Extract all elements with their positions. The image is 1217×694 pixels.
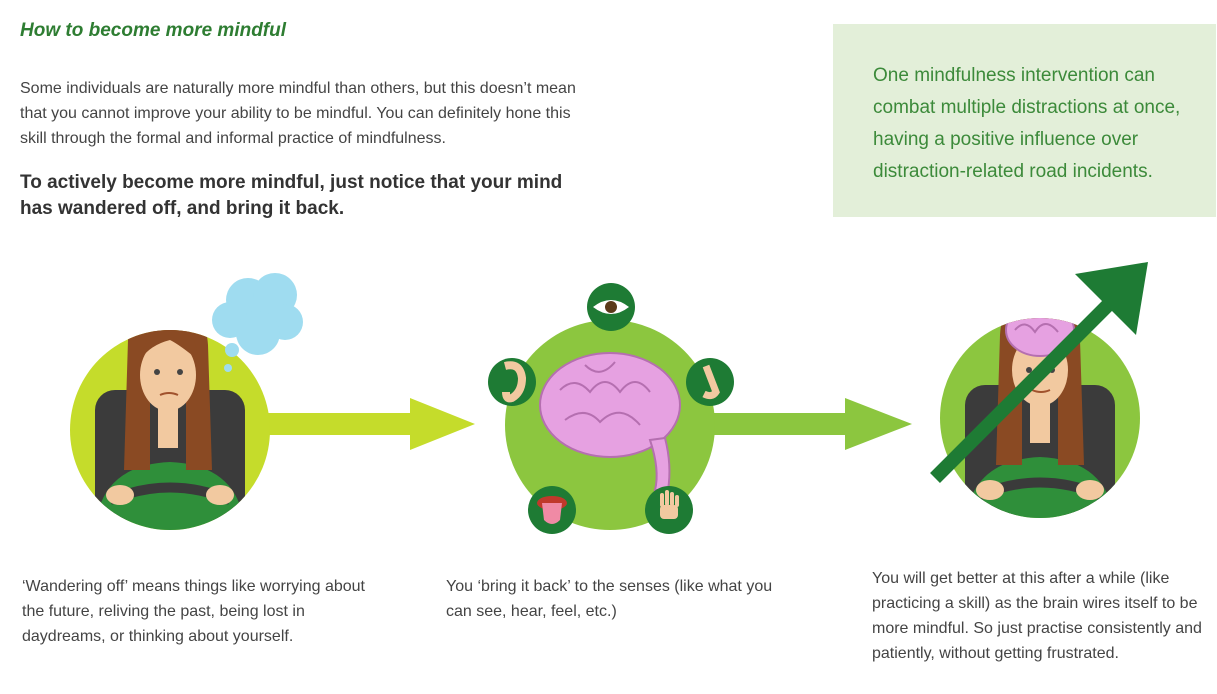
key-instruction: To actively become more mindful, just no… — [20, 172, 563, 219]
ear-icon — [488, 358, 536, 406]
tongue-icon — [528, 486, 576, 534]
thought-cloud-icon — [212, 273, 303, 372]
brain-icon — [539, 352, 681, 491]
senses-figure — [488, 283, 734, 534]
intro-paragraph: Some individuals are naturally more mind… — [20, 80, 576, 147]
caption-bring-back: You ‘bring it back’ to the senses (like … — [446, 578, 773, 620]
arrow-right-icon — [265, 398, 475, 450]
eye-icon — [587, 283, 635, 331]
arrow-right-icon — [700, 398, 912, 450]
hand-icon — [645, 486, 693, 534]
page-heading: How to become more mindful — [20, 20, 287, 41]
nose-icon — [686, 358, 734, 406]
arrow-up-icon — [930, 262, 1148, 483]
callout-text: One mindfulness intervention can combat … — [873, 65, 1181, 182]
callout-box: One mindfulness intervention can combat … — [833, 24, 1216, 217]
wandering-driver-figure — [70, 330, 270, 530]
mindful-driver-figure — [940, 318, 1140, 518]
caption-improve: You will get better at this after a whil… — [872, 570, 1202, 662]
caption-wandering: ‘Wandering off’ means things like worryi… — [22, 578, 365, 645]
